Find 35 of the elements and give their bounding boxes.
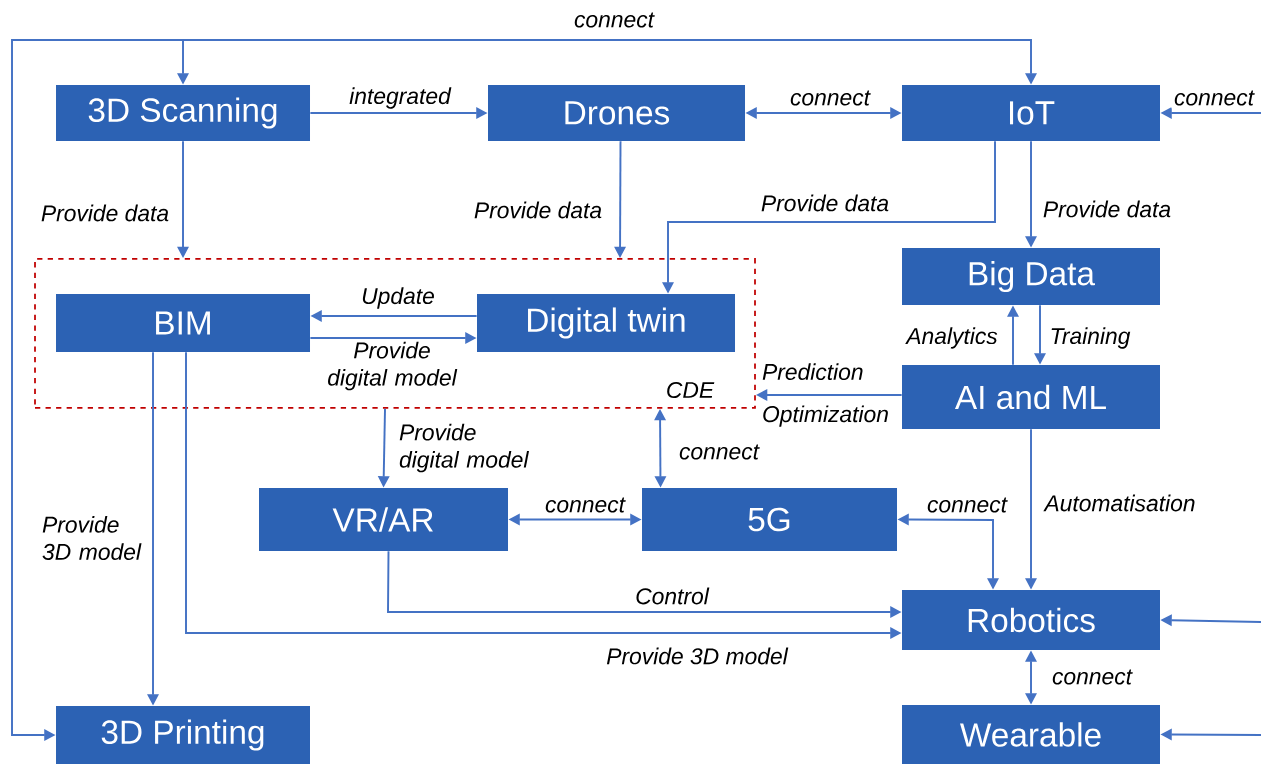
edge-label: Automatisation [1041, 491, 1199, 514]
edge-label: Provide digital model [319, 339, 465, 393]
process-box: VR/AR [259, 488, 508, 551]
process-box: 3D Scanning [56, 85, 310, 141]
edge-label: Training [1046, 324, 1134, 352]
process-box: BIM [56, 294, 310, 352]
edge-label: connect [787, 87, 873, 109]
process-box: Drones [488, 85, 745, 141]
process-box: AI and ML [902, 365, 1160, 429]
process-box: Robotics [902, 590, 1160, 650]
edge-label: Provide data [38, 201, 172, 225]
edge-label: connect [571, 9, 657, 31]
edge-label: Provide digital model [396, 421, 542, 475]
edge-label: Control [632, 584, 712, 607]
edge-label: Provide data [758, 191, 892, 214]
edge-label: Provide data [1040, 197, 1174, 220]
edge-label: connect [676, 441, 762, 463]
process-box: Digital twin [477, 294, 735, 352]
edge-label: Prediction Optimization [762, 363, 888, 427]
edge-label: connect [924, 494, 1010, 516]
process-box: 3D Printing [56, 706, 310, 764]
edge-label: connect [1171, 87, 1257, 109]
process-box: Wearable [902, 705, 1160, 764]
edge-label: Analytics [903, 324, 1001, 352]
process-box: IoT [902, 85, 1160, 141]
edge-label: Update [358, 284, 438, 312]
edge-label: Provide 3D model [39, 513, 145, 563]
edge-label: connect [1049, 666, 1135, 688]
edge-label: Provide 3D model [603, 644, 791, 667]
process-box: Big Data [902, 248, 1160, 305]
edge-label: integrated [346, 84, 454, 112]
process-box: 5G [642, 488, 897, 551]
edge-label: Provide data [471, 198, 605, 221]
arrow [11, 39, 184, 741]
edge-label: connect [542, 494, 628, 516]
